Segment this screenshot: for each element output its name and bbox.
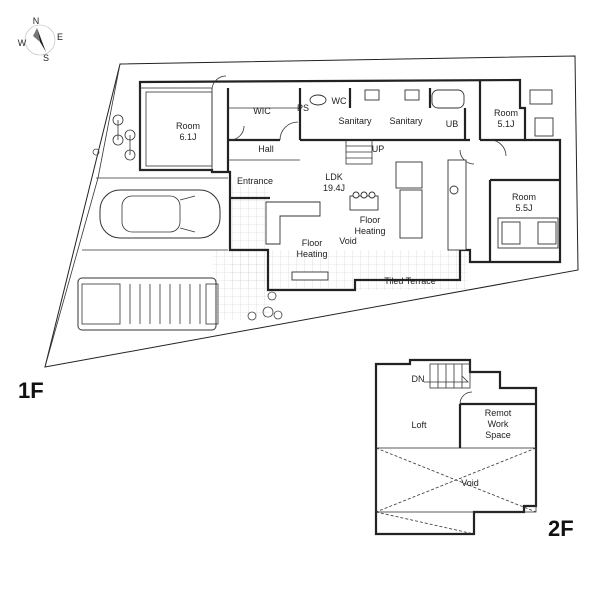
fridge-icon — [395, 161, 423, 189]
floor-heating-a-line2: Heating — [296, 249, 327, 259]
room-c-label: Room — [512, 192, 536, 202]
plants-icon — [92, 148, 283, 321]
ldk-label: LDK — [325, 172, 343, 182]
floor1-title: 1F — [18, 378, 44, 403]
sink-icon — [364, 89, 380, 101]
loft-label: Loft — [411, 420, 427, 430]
floor-heating-b-line2: Heating — [354, 226, 385, 236]
hall-label: Hall — [258, 144, 274, 154]
sofa-icon — [265, 201, 321, 245]
dn-label: DN — [412, 374, 425, 384]
floor-heating-a-line1: Floor — [302, 238, 323, 248]
remote-work-line2: Work — [488, 419, 509, 429]
compass: N E S W — [18, 16, 63, 63]
floor2-title: 2F — [548, 516, 574, 541]
bathtub-icon — [431, 89, 465, 109]
floor-heating-b-line1: Floor — [360, 215, 381, 225]
compass-w: W — [18, 38, 27, 48]
wc-label: WC — [332, 96, 347, 106]
entrance-label: Entrance — [237, 176, 273, 186]
stair-1f — [345, 139, 373, 165]
void-1f-label: Void — [339, 236, 357, 246]
toilet-icon — [309, 94, 327, 106]
house-outline — [138, 78, 562, 292]
room-b-label: Room — [494, 108, 518, 118]
tiled-terrace-area — [268, 250, 468, 290]
car-icon — [99, 189, 221, 239]
ub-label: UB — [446, 119, 459, 129]
kitchen-counter — [447, 159, 467, 251]
compass-e: E — [57, 32, 63, 42]
stove-icon — [449, 185, 459, 195]
truck-icon — [77, 277, 219, 331]
floor2-plan: DN Loft Remot Work Space Void 2F — [374, 358, 574, 541]
ldk-size: 19.4J — [323, 183, 345, 193]
bed-icon — [529, 89, 553, 105]
stair-2f — [424, 363, 471, 389]
sanitary-a-label: Sanitary — [338, 116, 372, 126]
wic-label: WIC — [253, 106, 271, 116]
bicycle-icon — [112, 114, 136, 161]
room-a-label: Room — [176, 121, 200, 131]
room-a-size: 6.1J — [179, 132, 196, 142]
room-c-size: 5.5J — [515, 203, 532, 213]
tv-icon — [291, 271, 329, 281]
void-2f-label: Void — [461, 478, 479, 488]
remote-work-line3: Space — [485, 430, 511, 440]
ps-label: PS — [297, 103, 309, 113]
compass-s: S — [43, 53, 49, 63]
compass-n: N — [33, 16, 40, 26]
desk-icon — [534, 117, 554, 137]
up-label: UP — [372, 144, 385, 154]
kitchen-island — [399, 189, 423, 239]
washer-icon — [404, 89, 420, 101]
floor1-plan: Room 6.1J WIC PS WC Sanitary Sanitary UB… — [18, 55, 579, 403]
sanitary-b-label: Sanitary — [389, 116, 423, 126]
compass-needle-icon — [37, 28, 46, 52]
room-b-size: 5.1J — [497, 119, 514, 129]
remote-work-line1: Remot — [485, 408, 512, 418]
tiled-terrace-label: Tiled Terrace — [384, 276, 436, 286]
floor2-outline — [374, 358, 538, 536]
